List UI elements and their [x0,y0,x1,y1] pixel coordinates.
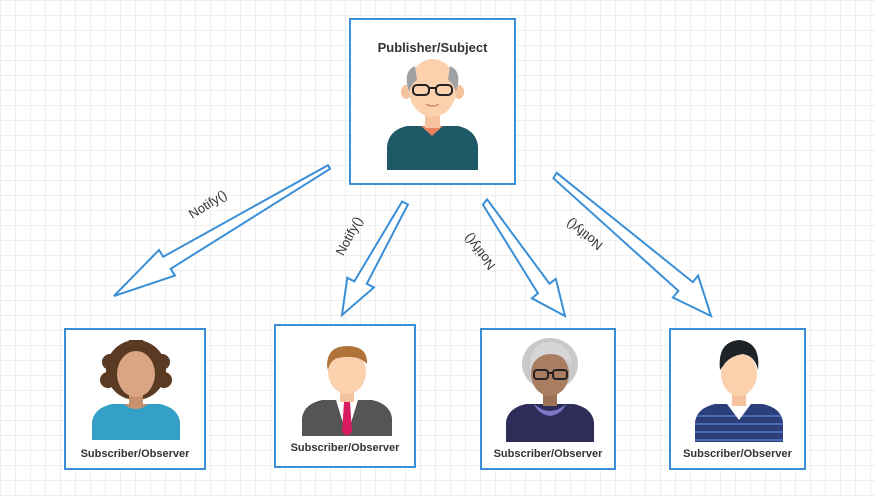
young-man-avatar-icon [695,340,783,442]
notify-label-2: Notify() [333,214,366,258]
notify-label-1: Notify() [186,187,229,222]
subscriber-node-3: Subscriber/Observer [480,328,616,470]
subscriber-node-1: Subscriber/Observer [64,328,206,470]
old-man-avatar-icon [387,59,478,170]
curly-hair-woman-avatar-icon [92,340,180,440]
publisher-node: Publisher/Subject [349,18,516,185]
businessman-avatar-icon [302,346,392,436]
subscriber-node-2: Subscriber/Observer [274,324,416,468]
subscriber-node-4: Subscriber/Observer [669,328,806,470]
subscriber-label-1: Subscriber/Observer [80,448,190,460]
notify-arrow-4 [552,171,713,318]
notify-arrow-1 [113,163,332,297]
publisher-label: Publisher/Subject [377,40,488,55]
subscriber-label-2: Subscriber/Observer [290,442,400,454]
notify-arrow-3 [481,197,567,318]
subscriber-label-4: Subscriber/Observer [683,448,792,460]
notify-arrow-2 [340,200,410,318]
subscriber-label-3: Subscriber/Observer [493,448,603,460]
notify-label-4: Notify() [563,216,605,254]
old-woman-avatar-icon [506,338,594,442]
notify-label-3: Notify() [461,231,499,273]
